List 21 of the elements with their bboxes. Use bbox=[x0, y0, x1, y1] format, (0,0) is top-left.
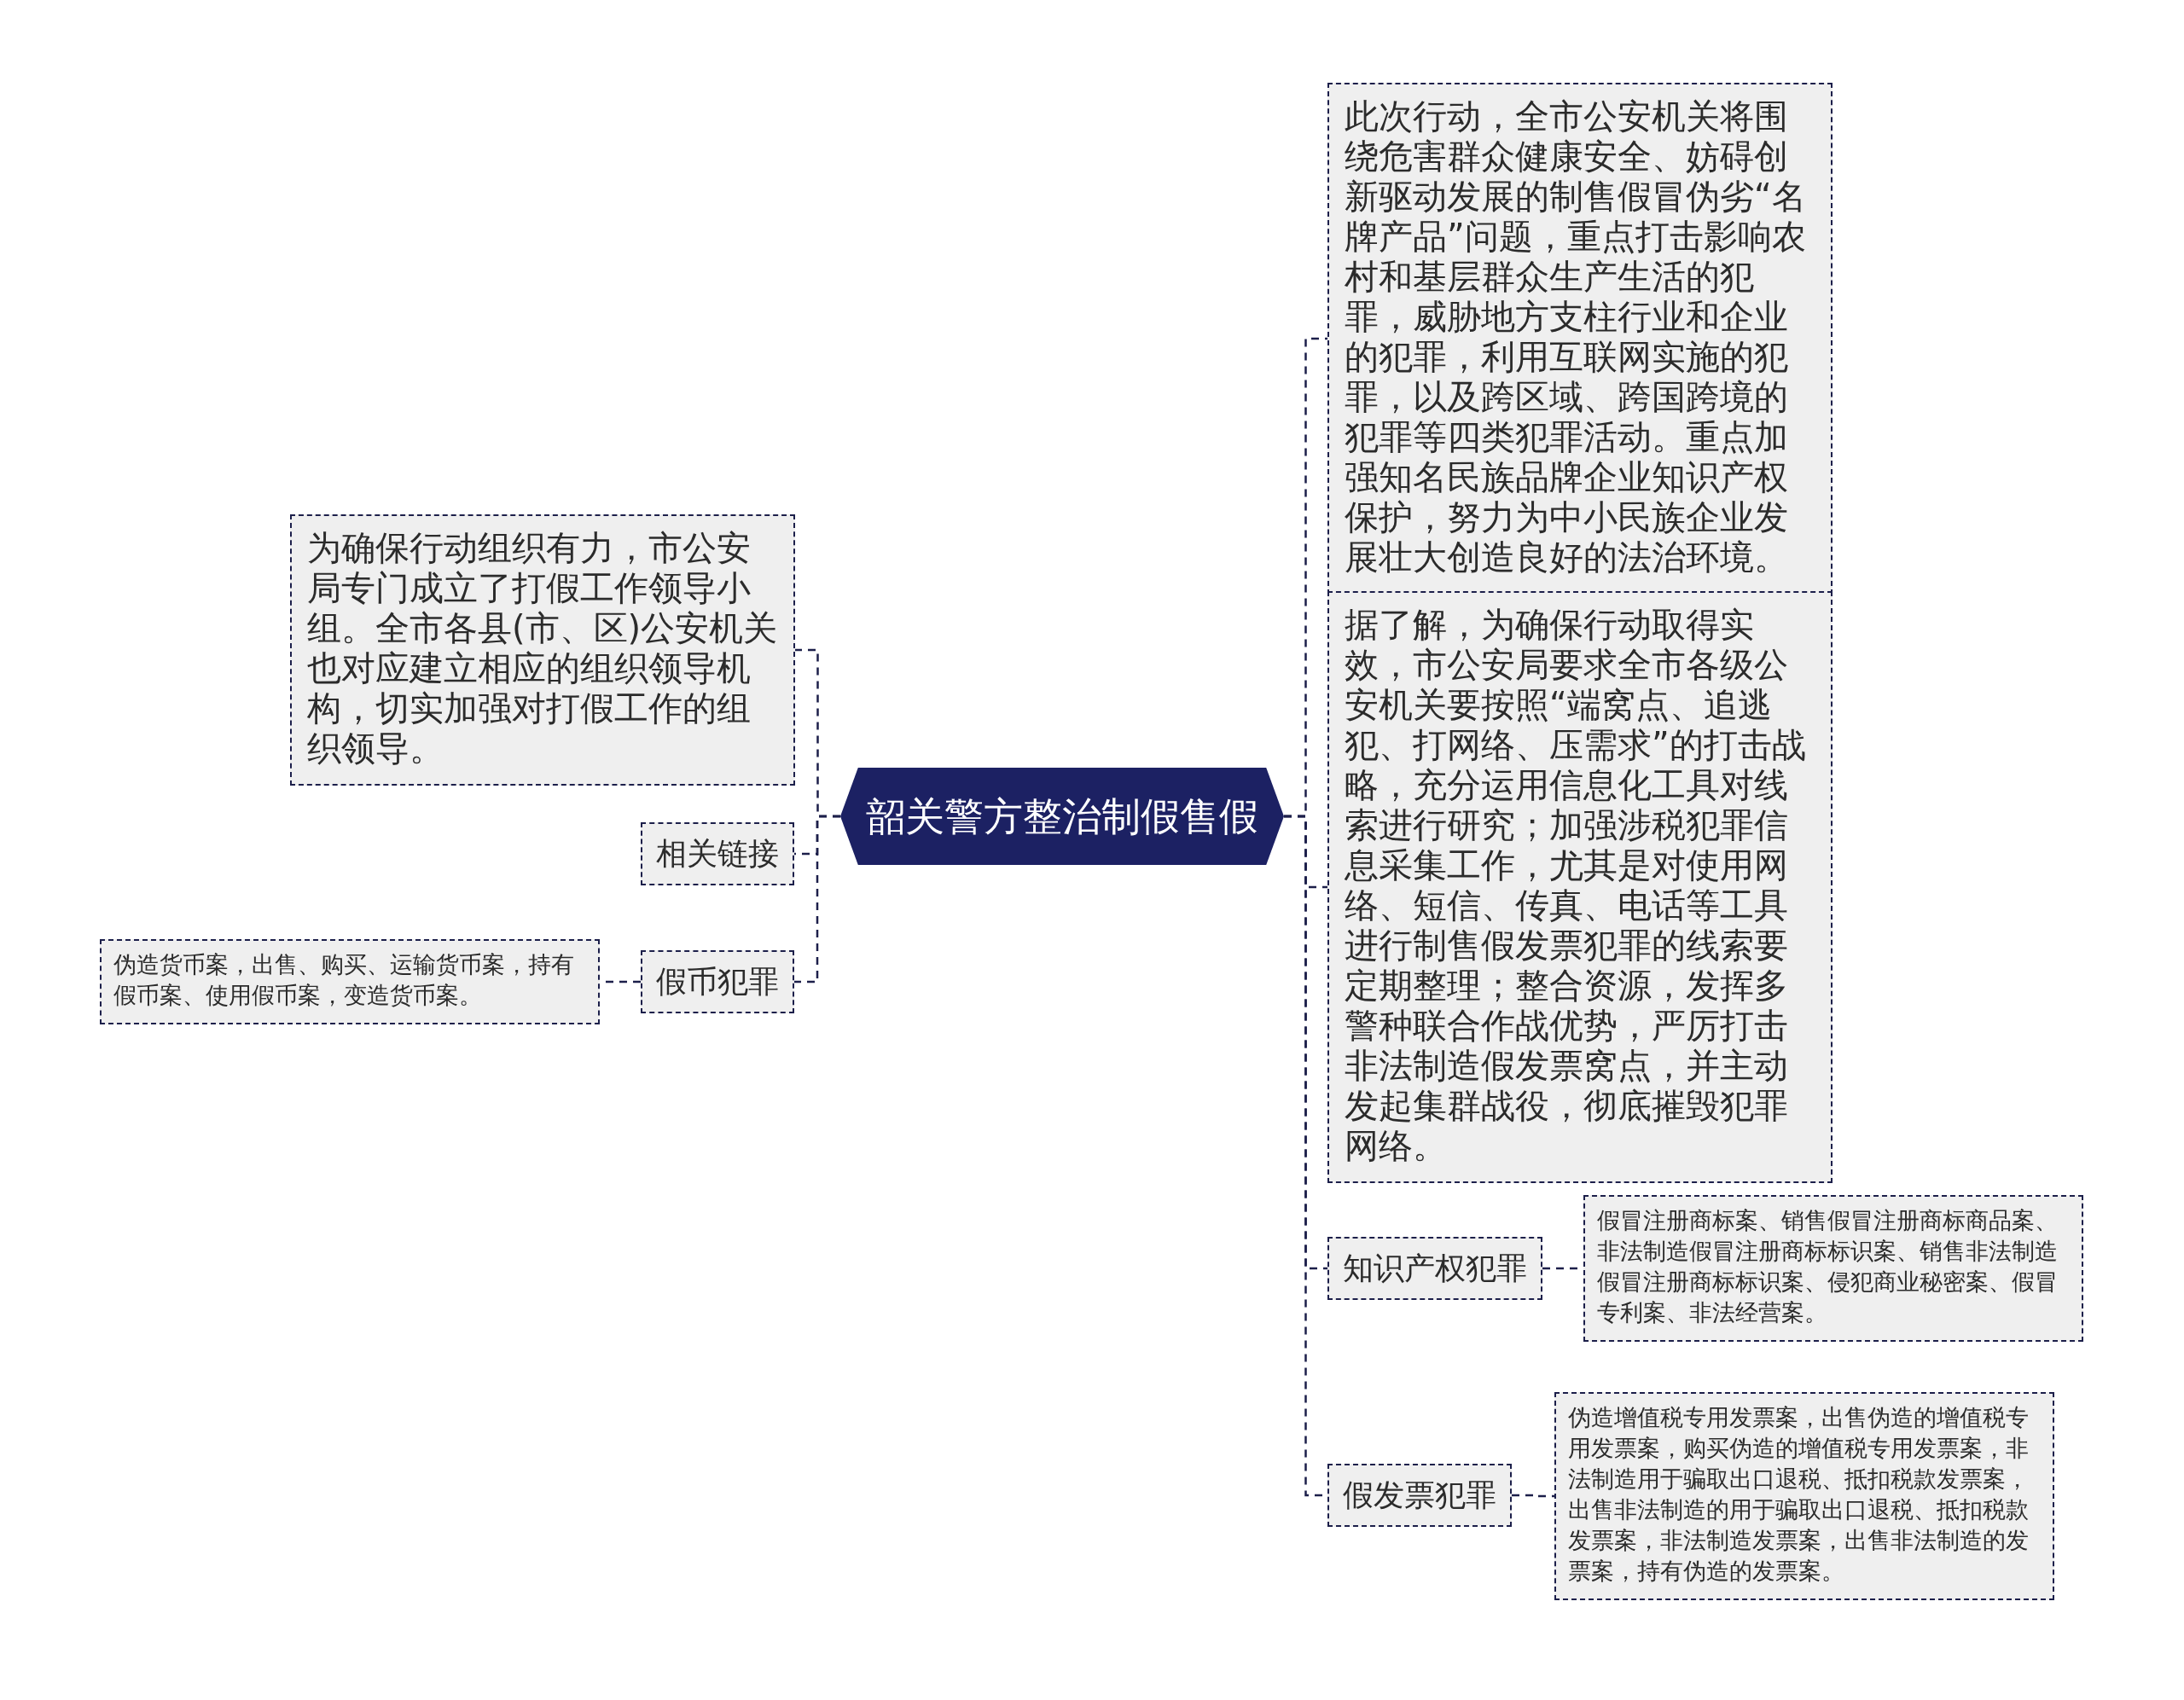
topic-box bbox=[1327, 1237, 1542, 1300]
topic-title: 韶关警方整治制假售假 bbox=[866, 792, 1258, 841]
topic-box bbox=[641, 950, 794, 1013]
topic-box bbox=[1327, 1464, 1512, 1527]
note-text: 为确保行动组织有力，市公安局专门成立了打假工作领导小组。全市各县(市、区)公安机关也对应建立相应的组织领导机构，切实加强对打假工作的组织领导。 bbox=[307, 528, 778, 769]
topic-label: 假币犯罪 bbox=[656, 963, 779, 1001]
topic-label: 知识产权犯罪 bbox=[1343, 1250, 1527, 1287]
connector-line bbox=[1512, 1494, 1554, 1498]
detail-text: 伪造增值税专用发票案，出售伪造的增值税专用发票案，购买伪造的增值税专用发票案，非法制造用于骗取出口退税、抵扣税款发票案，出售非法制造的用于骗取出口退税、抵扣税款发票案，非法制造发票案，出售非法制造的发票案，持有伪造的发票案。 bbox=[1568, 1403, 2030, 1586]
detail-box bbox=[100, 939, 600, 1024]
detail-text: 伪造货币案，出售、购买、运输货币案，持有假币案、使用假币案，变造货币案。 bbox=[113, 950, 575, 1010]
detail-text: 假冒注册商标案、销售假冒注册商标商品案、非法制造假冒注册商标标识案、销售非法制造假冒注册商标标识案、侵犯商业秘密案、假冒专利案、非法经营案。 bbox=[1597, 1206, 2059, 1327]
note-box bbox=[290, 514, 795, 786]
note-text: 此次行动，全市公安机关将围绕危害群众健康安全、妨碍创新驱动发展的制售假冒伪劣“名牌产品”问题，重点打击影响农村和基层群众生产生活的犯罪，威胁地方支柱行业和企业的犯罪，利用互联网实施的犯罪，以及跨区域、跨国跨境的犯罪等四类犯罪活动。重点加强知名民族品牌企业知识产权保护，努力为中小民族企业发展壮大创造良好的法治环境。 bbox=[1345, 96, 1807, 577]
topic-label: 相关链接 bbox=[656, 835, 779, 873]
topic-label: 假发票犯罪 bbox=[1343, 1477, 1496, 1514]
connector-line bbox=[794, 815, 840, 983]
note-text: 据了解，为确保行动取得实效，市公安局要求全市各级公安机关要按照“端窝点、追逃犯、打网络、压需求”的打击战略，充分运用信息化工具对线索进行研究；加强涉税犯罪信息采集工作，尤其是对使用网络、短信、传真、电话等工具进行制售假发票犯罪的线索要定期整理；整合资源，发挥多警种联合作战优势，严厉打击非法制造假发票窝点，并主动发起集群战役，彻底摧毁犯罪网络。 bbox=[1345, 605, 1807, 1166]
topic-box bbox=[641, 822, 794, 885]
detail-box bbox=[1583, 1195, 2083, 1342]
detail-box bbox=[1554, 1392, 2054, 1600]
